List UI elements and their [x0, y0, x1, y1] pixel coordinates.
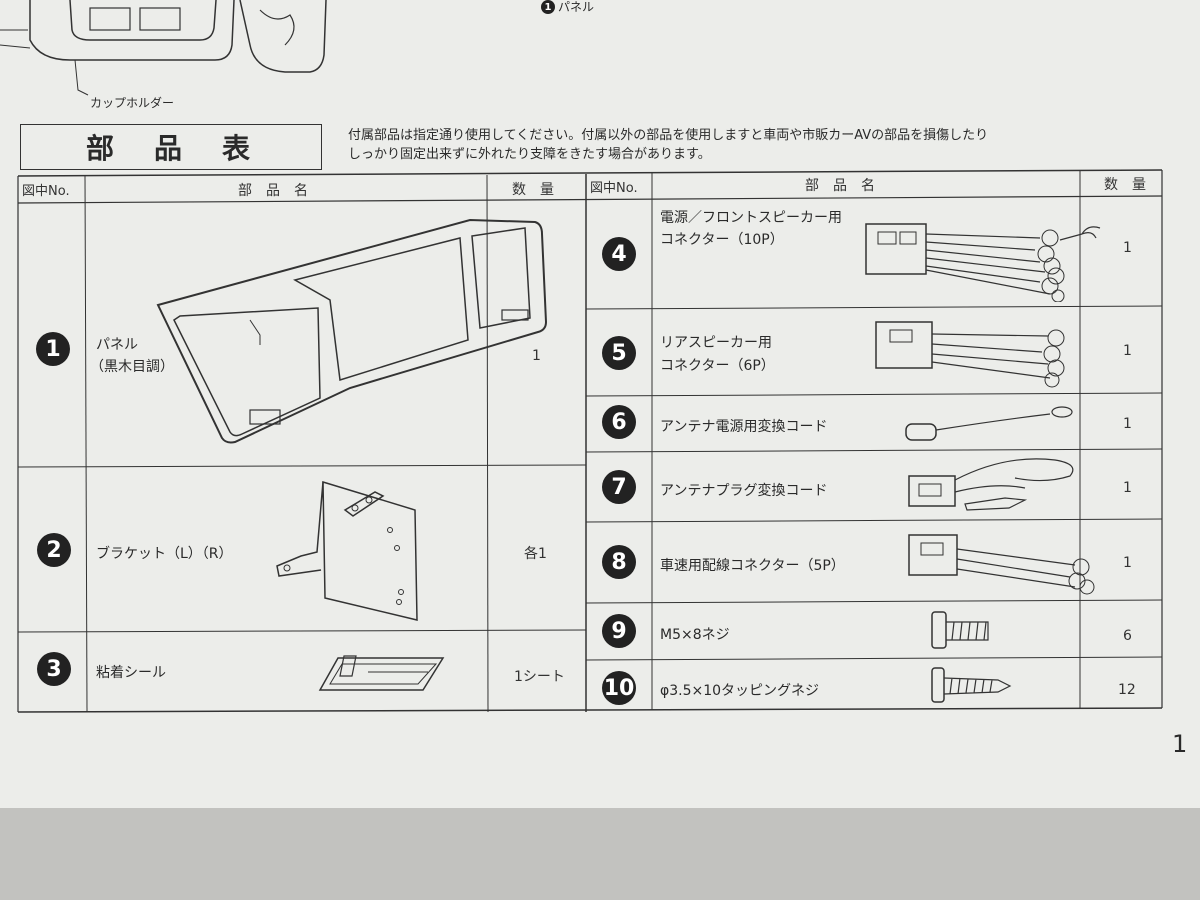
parts-table-grid	[17, 169, 1163, 713]
part-number-10: 10	[602, 671, 636, 705]
part-6-qty: 1	[1123, 416, 1132, 432]
m5-screw-image	[931, 611, 989, 649]
header-name-left: 部 品 名	[238, 183, 308, 199]
page-number: 1	[1172, 730, 1188, 758]
vehicle-speed-connector-image	[908, 534, 1095, 595]
part-7-name-line1: アンテナプラグ変換コード	[660, 483, 828, 499]
manual-page: カップホルダー 1 パネル 部 品 表 付属部品は指定通り使用してください。付属…	[0, 0, 1200, 808]
tapping-screw-image	[931, 667, 1012, 703]
part-3-qty: 1シート	[514, 669, 565, 685]
part-number-4: 4	[602, 237, 636, 271]
part-5-name-line2: コネクター（6P）	[660, 358, 775, 374]
page-shadow-background	[0, 808, 1200, 900]
part-9-qty: 6	[1123, 628, 1132, 644]
part-5-qty: 1	[1123, 343, 1132, 359]
header-no-right: 図中No.	[590, 181, 638, 196]
antenna-power-cord-image	[905, 406, 1073, 441]
adhesive-seal-image	[318, 655, 445, 691]
part-3-name-line1: 粘着シール	[96, 665, 166, 681]
part-4-name-line2: コネクター（10P）	[660, 232, 784, 248]
part-2-qty: 各1	[524, 546, 547, 562]
part-1-name-line2: （黒木目調）	[90, 359, 174, 375]
part-1-qty: 1	[532, 348, 541, 364]
part-10-qty: 12	[1118, 682, 1136, 698]
part-number-6: 6	[602, 405, 636, 439]
part-number-2: 2	[37, 533, 71, 567]
part-7-qty: 1	[1123, 480, 1132, 496]
note-line-2: しっかり固定出来ずに外れたり支障をきたす場合があります。	[348, 147, 711, 162]
part-8-name-line1: 車速用配線コネクター（5P）	[660, 558, 845, 574]
panel-image	[156, 218, 548, 444]
part-number-3: 3	[37, 652, 71, 686]
part-2-name-line1: ブラケット（L）（R）	[96, 546, 233, 562]
header-name-right: 部 品 名	[805, 178, 875, 194]
panel-ref-number: 1	[541, 0, 555, 14]
connector-6p-image	[875, 321, 1065, 388]
part-number-7: 7	[602, 470, 636, 504]
part-number-5: 5	[602, 336, 636, 370]
antenna-plug-cord-image	[908, 458, 1074, 511]
part-4-qty: 1	[1123, 240, 1132, 256]
part-1-name-line1: パネル	[96, 337, 138, 353]
header-qty-right: 数 量	[1104, 177, 1146, 193]
panel-ref-label: パネル	[558, 0, 595, 14]
header-no-left: 図中No.	[22, 184, 70, 199]
part-9-name-line1: M5×8ネジ	[660, 627, 730, 643]
section-title: 部 品 表	[20, 124, 322, 170]
header-qty-left: 数 量	[512, 182, 554, 198]
part-number-1: 1	[36, 332, 70, 366]
connector-10p-image	[865, 223, 1101, 302]
bracket-image	[276, 480, 418, 621]
dashboard-illustration	[0, 0, 327, 96]
part-4-name-line1: 電源／フロントスピーカー用	[660, 210, 842, 226]
note-line-1: 付属部品は指定通り使用してください。付属以外の部品を使用しますと車両や市販カーA…	[348, 128, 989, 143]
part-number-8: 8	[602, 545, 636, 579]
part-8-qty: 1	[1123, 555, 1132, 571]
part-number-9: 9	[602, 614, 636, 648]
cupholder-label: カップホルダー	[90, 96, 175, 110]
part-10-name-line1: φ3.5×10タッピングネジ	[660, 683, 820, 699]
part-6-name-line1: アンテナ電源用変換コード	[660, 419, 828, 435]
part-5-name-line1: リアスピーカー用	[660, 335, 772, 351]
